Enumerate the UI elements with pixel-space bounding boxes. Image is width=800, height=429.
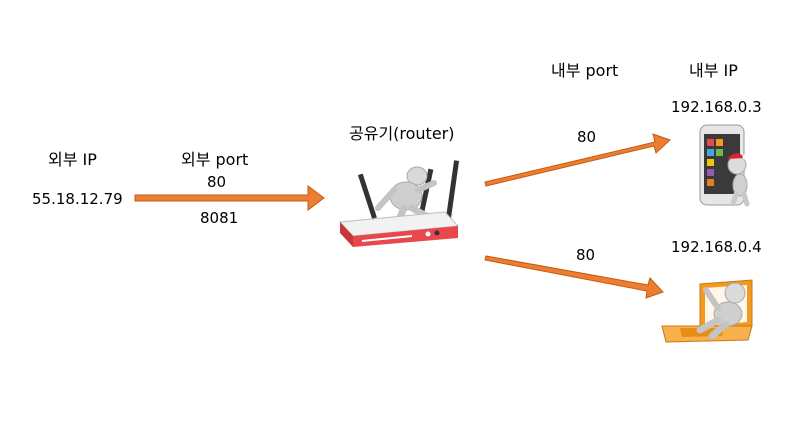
device-1-ip: 192.168.0.3 (671, 98, 762, 116)
arrow-router-to-phone (484, 133, 671, 187)
external-port-header: 외부 port (181, 150, 249, 169)
device-2-port: 80 (576, 246, 596, 264)
laptop-icon (661, 279, 753, 343)
external-ip-value: 55.18.12.79 (32, 190, 123, 208)
external-port-80: 80 (207, 173, 227, 191)
device-1-port: 80 (577, 128, 597, 146)
external-port-8081: 8081 (200, 209, 239, 227)
device-2-ip: 192.168.0.4 (671, 238, 762, 256)
router-icon (338, 160, 460, 247)
internal-port-header: 내부 port (551, 61, 619, 80)
arrow-router-to-laptop (484, 255, 664, 299)
arrow-external-to-router (134, 185, 325, 211)
internal-ip-header: 내부 IP (689, 61, 738, 80)
phone-icon (699, 124, 750, 207)
external-ip-header: 외부 IP (48, 150, 97, 169)
router-label: 공유기(router) (349, 124, 455, 143)
